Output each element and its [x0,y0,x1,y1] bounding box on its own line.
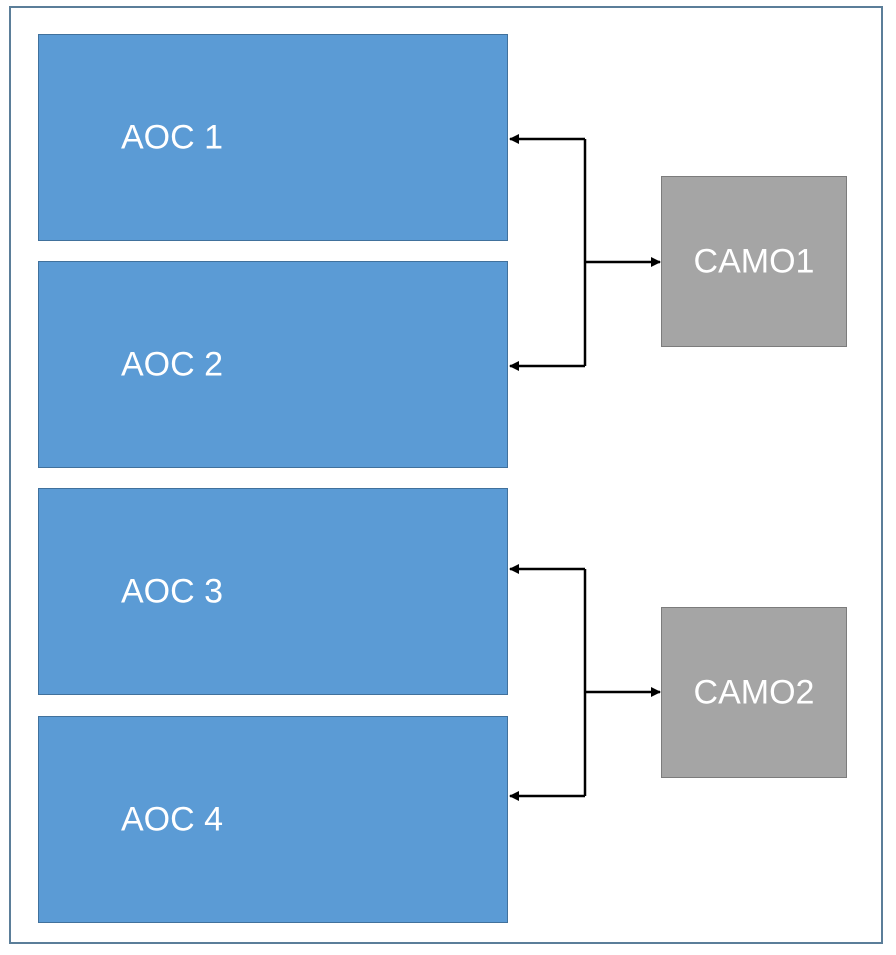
aoc-4-label: AOC 4 [121,800,224,838]
aoc-1-box: AOC 1 [38,34,508,241]
aoc-4-box: AOC 4 [38,716,508,923]
camo-1-label: CAMO1 [693,242,815,280]
aoc-2-box: AOC 2 [38,261,508,468]
aoc-3-box: AOC 3 [38,488,508,695]
aoc-1-label: AOC 1 [121,118,224,156]
camo-2-label: CAMO2 [693,673,815,711]
camo-2-box: CAMO2 [661,607,847,778]
aoc-3-label: AOC 3 [121,572,224,610]
aoc-2-label: AOC 2 [121,345,224,383]
camo-1-box: CAMO1 [661,176,847,347]
